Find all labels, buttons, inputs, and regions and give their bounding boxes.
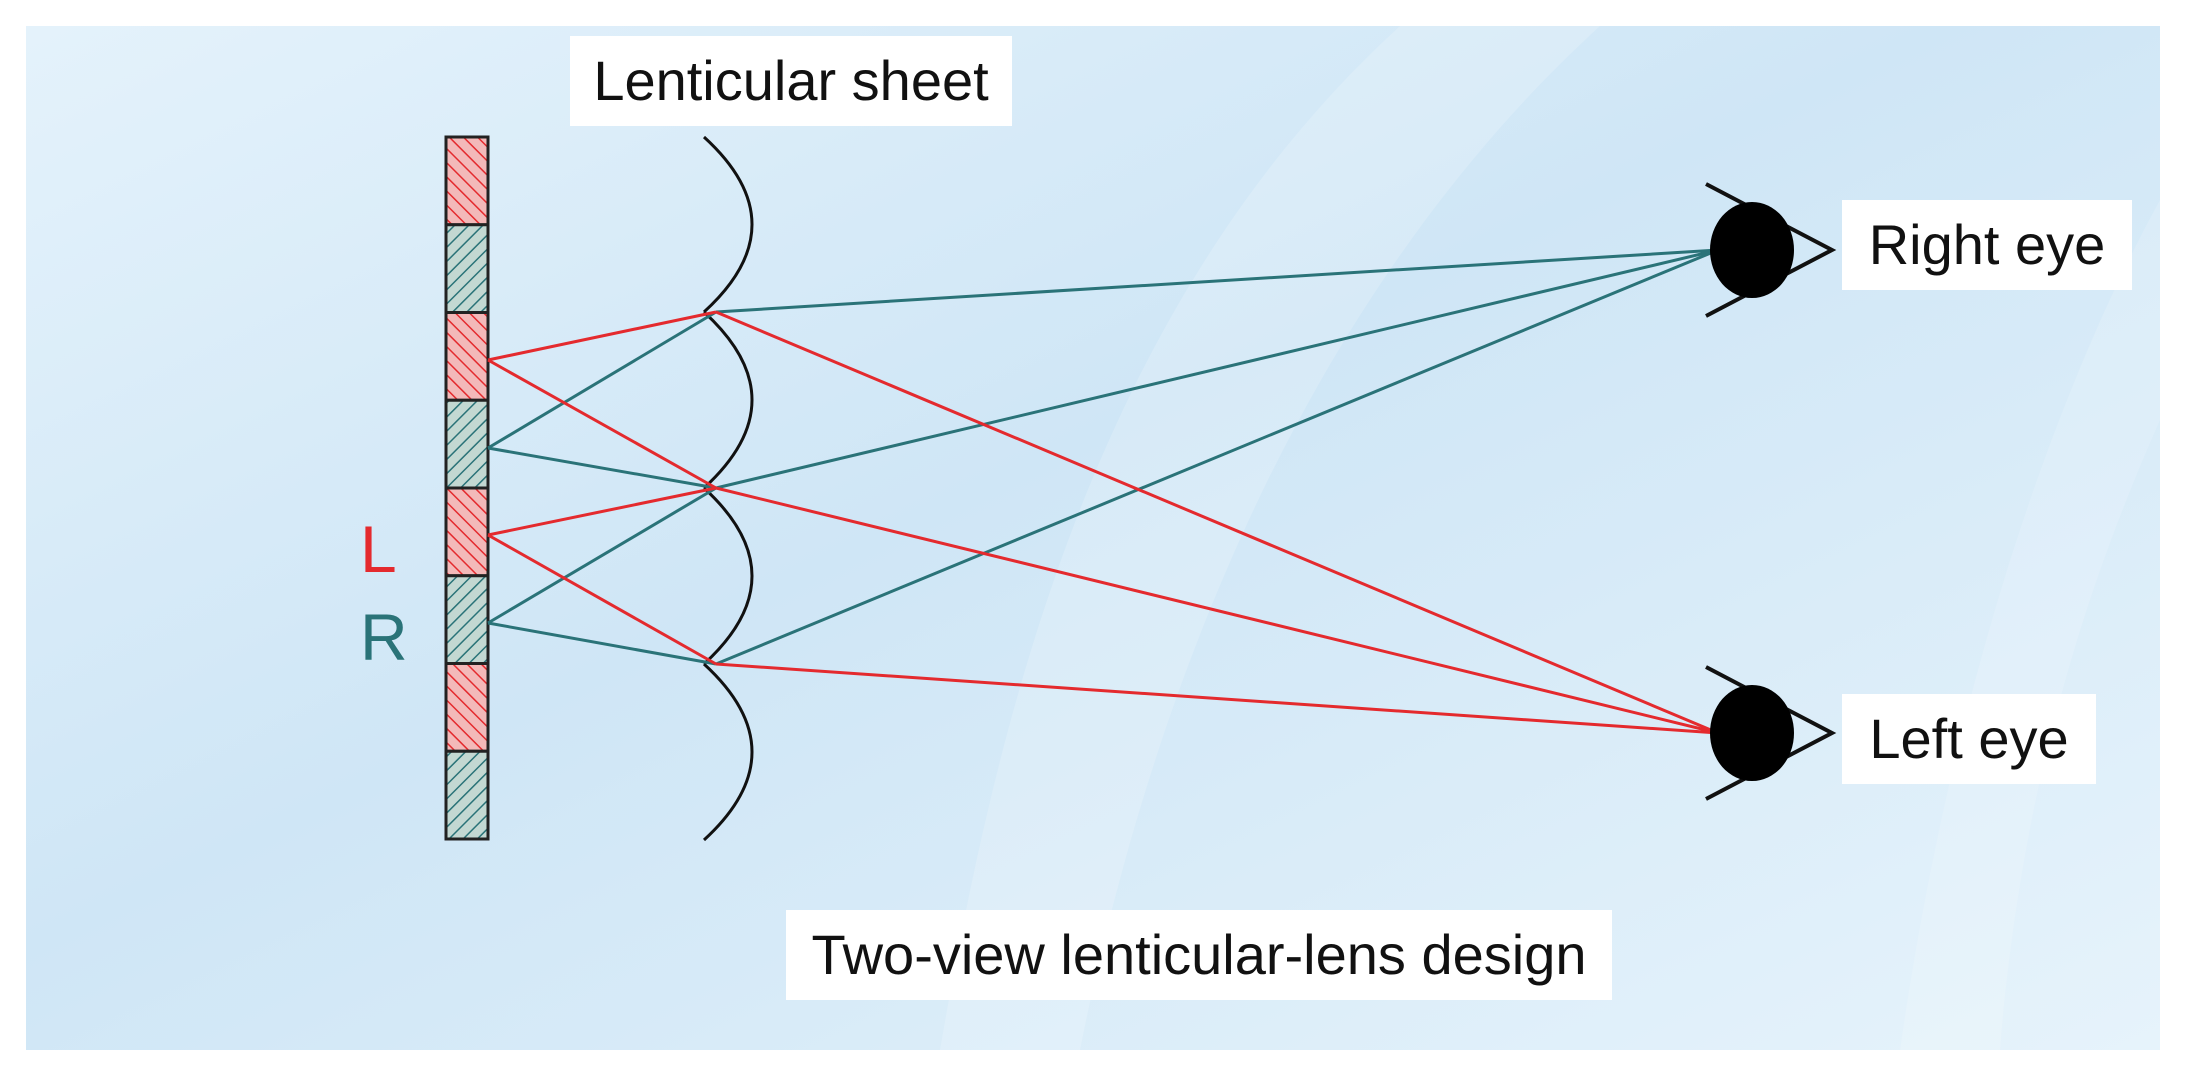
left-view-pixel xyxy=(444,135,490,227)
lens-arc xyxy=(702,310,754,490)
right-view-ray xyxy=(487,310,717,450)
right-view-ray xyxy=(487,446,717,490)
background-sheen-right xyxy=(1900,200,2160,1050)
left-view-pixel xyxy=(444,311,490,402)
right-view-ray xyxy=(487,621,717,666)
left-view-ray xyxy=(487,533,717,666)
lens-arc xyxy=(702,486,754,666)
left-view-ray xyxy=(487,486,717,537)
background-panel xyxy=(26,26,2160,1050)
right-view-pixel xyxy=(444,749,490,841)
right-view-ray xyxy=(715,248,1719,314)
light-rays xyxy=(487,248,1719,735)
lens-arc xyxy=(702,662,754,842)
right-view-letter: R xyxy=(360,600,408,674)
right-view-ray xyxy=(715,248,1719,490)
left-view-ray xyxy=(715,486,1719,735)
lens-arc xyxy=(702,135,754,314)
left-view-ray xyxy=(715,310,1719,735)
left-view-ray xyxy=(487,310,717,362)
background-sheen xyxy=(940,26,1600,1050)
left-view-letter: L xyxy=(360,512,397,586)
right-view-pixel xyxy=(444,223,490,314)
lenticular-sheet-label: Lenticular sheet xyxy=(570,36,1012,126)
right-view-ray xyxy=(487,486,717,625)
left-eye-pupil xyxy=(1710,685,1794,781)
left-view-pixel xyxy=(444,662,490,753)
left-view-ray xyxy=(715,662,1719,735)
left-eye-label: Left eye xyxy=(1842,694,2096,784)
right-view-pixel xyxy=(444,574,490,665)
pixel-strip xyxy=(444,135,490,841)
diagram-caption: Two-view lenticular-lens design xyxy=(786,910,1612,1000)
left-view-ray xyxy=(487,358,717,490)
right-view-ray xyxy=(715,248,1719,666)
right-eye-pupil xyxy=(1710,202,1794,298)
lenticular-sheet xyxy=(702,135,754,842)
right-view-pixel xyxy=(444,398,490,490)
right-eye-label: Right eye xyxy=(1842,200,2132,290)
left-view-pixel xyxy=(444,486,490,578)
eyes xyxy=(1705,182,1837,801)
